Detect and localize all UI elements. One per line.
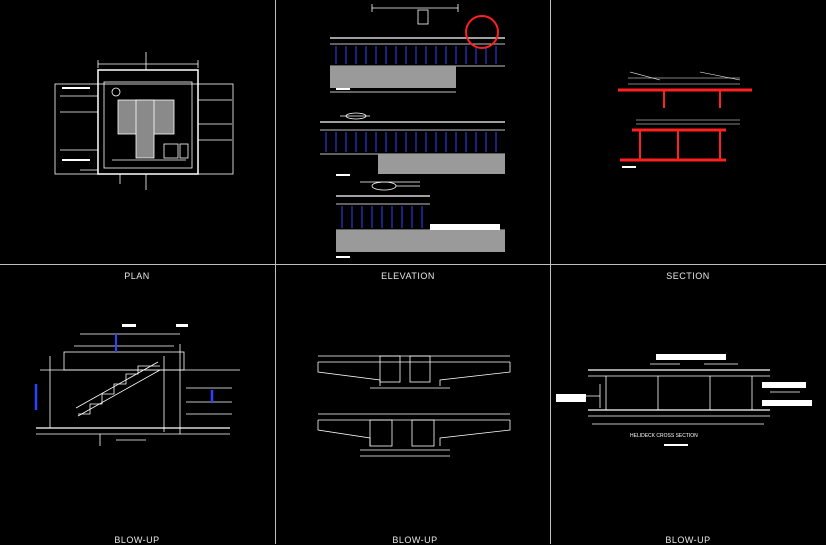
blowup-stair-drawing: [36, 333, 240, 446]
caption-blowup-3: BLOW-UP: [665, 535, 711, 545]
section-drawing: [465, 15, 752, 162]
divider-vertical-1: [275, 0, 276, 544]
divider-horizontal-1: [0, 264, 826, 265]
blowup-details-drawing: [317, 355, 511, 457]
caption-blowup-2: BLOW-UP: [392, 535, 438, 545]
caption-blowup-1: BLOW-UP: [114, 535, 160, 545]
highlight-circle: [465, 15, 499, 49]
caption-section: SECTION: [666, 271, 710, 281]
elevation-drawing: [320, 4, 505, 252]
plan-drawing: [54, 52, 234, 190]
railing-elements: [34, 46, 497, 410]
caption-plan: PLAN: [124, 271, 150, 281]
divider-vertical-2: [550, 0, 551, 544]
blowup-helideck-drawing: [576, 363, 800, 425]
caption-elevation: ELEVATION: [381, 271, 435, 281]
helideck-cross-section-label: HELIDECK CROSS SECTION: [630, 433, 698, 439]
